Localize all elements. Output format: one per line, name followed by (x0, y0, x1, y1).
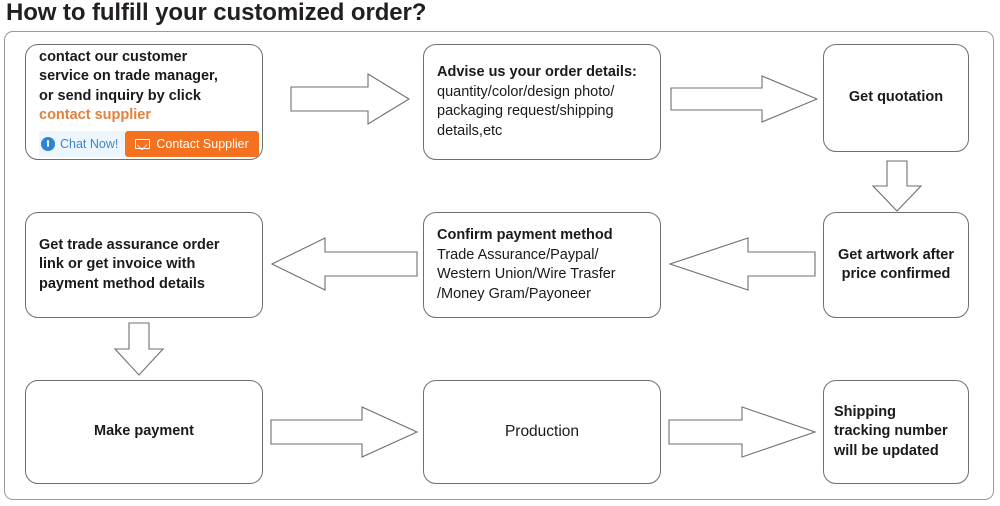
node-body: Make payment (26, 422, 262, 442)
contact-supplier-link[interactable]: contact supplier (39, 107, 151, 123)
arrow-artwork-to-confirm-payment (668, 236, 816, 292)
node-contact-customer-service: contact our customer service on trade ma… (25, 44, 263, 160)
node-body: Production (424, 422, 660, 442)
node-line: tracking number (834, 423, 948, 440)
node-line: service on trade manager, (39, 68, 218, 84)
node-line: or send inquiry by click (39, 87, 201, 104)
arrow-advise-to-quotation (670, 74, 818, 124)
arrow-quotation-to-artwork (871, 160, 923, 212)
node-advise-order-details: Advise us your order details: quantity/c… (423, 44, 661, 160)
node-body: Confirm payment method Trade Assurance/P… (424, 226, 660, 304)
node-line: Production (504, 423, 580, 441)
node-line: Get trade assurance order (39, 236, 220, 253)
chat-bubble-icon (41, 136, 55, 151)
arrow-contact-to-advise (290, 72, 410, 126)
node-line: Trade Assurance/Paypal/ (437, 246, 599, 263)
chat-now-label: Chat Now! (60, 136, 119, 151)
node-line: Shipping (834, 403, 897, 420)
node-heading: Advise us your order details: (437, 64, 637, 80)
node-make-payment: Make payment (25, 380, 263, 484)
node-line: Western Union/Wire Trasfer (437, 266, 616, 282)
node-line: price confirmed (841, 266, 951, 282)
arrow-make-payment-to-production (270, 405, 418, 459)
node-body: Get trade assurance order link or get in… (26, 236, 262, 295)
node-body: Shipping tracking number will be updated (824, 403, 968, 462)
node-line: payment method details (39, 275, 205, 292)
arrow-confirm-payment-to-order-link (270, 236, 418, 292)
node-line: /Money Gram/Payoneer (437, 285, 591, 302)
node-line: details,etc (437, 122, 503, 139)
page-title: How to fulfill your customized order? (6, 0, 427, 26)
node-body: Get artwork after price confirmed (824, 246, 968, 285)
envelope-icon (135, 138, 151, 149)
node-production: Production (423, 380, 661, 484)
node-line: Make payment (94, 423, 194, 440)
node-line: Get quotation (848, 89, 944, 106)
node-line: link or get invoice with (39, 256, 196, 273)
node-body: Get quotation (824, 88, 968, 108)
chat-now-button[interactable]: Chat Now! (39, 130, 126, 157)
node-line: contact our customer (39, 48, 188, 65)
node-get-quotation: Get quotation (823, 44, 969, 152)
node-line: packaging request/shipping (437, 103, 614, 119)
contact-supplier-label: Contact Supplier (156, 136, 249, 151)
node-heading: Confirm payment method (437, 227, 613, 243)
node-shipping-tracking-number: Shipping tracking number will be updated (823, 380, 969, 484)
node-line: will be updated (834, 442, 939, 459)
node-line: quantity/color/design photo/ (437, 83, 615, 100)
arrow-order-link-to-make-payment (113, 322, 165, 376)
node-get-trade-assurance-order-link: Get trade assurance order link or get in… (25, 212, 263, 318)
node-body: contact our customer service on trade ma… (26, 48, 262, 157)
arrow-production-to-shipping (668, 405, 816, 459)
alibaba-button-row: Chat Now! Contact Supplier (39, 130, 259, 157)
node-line: Get artwork after (837, 246, 955, 263)
node-body: Advise us your order details: quantity/c… (424, 63, 660, 141)
contact-supplier-button[interactable]: Contact Supplier (125, 130, 259, 157)
node-get-artwork-after-price-confirmed: Get artwork after price confirmed (823, 212, 969, 318)
node-confirm-payment-method: Confirm payment method Trade Assurance/P… (423, 212, 661, 318)
